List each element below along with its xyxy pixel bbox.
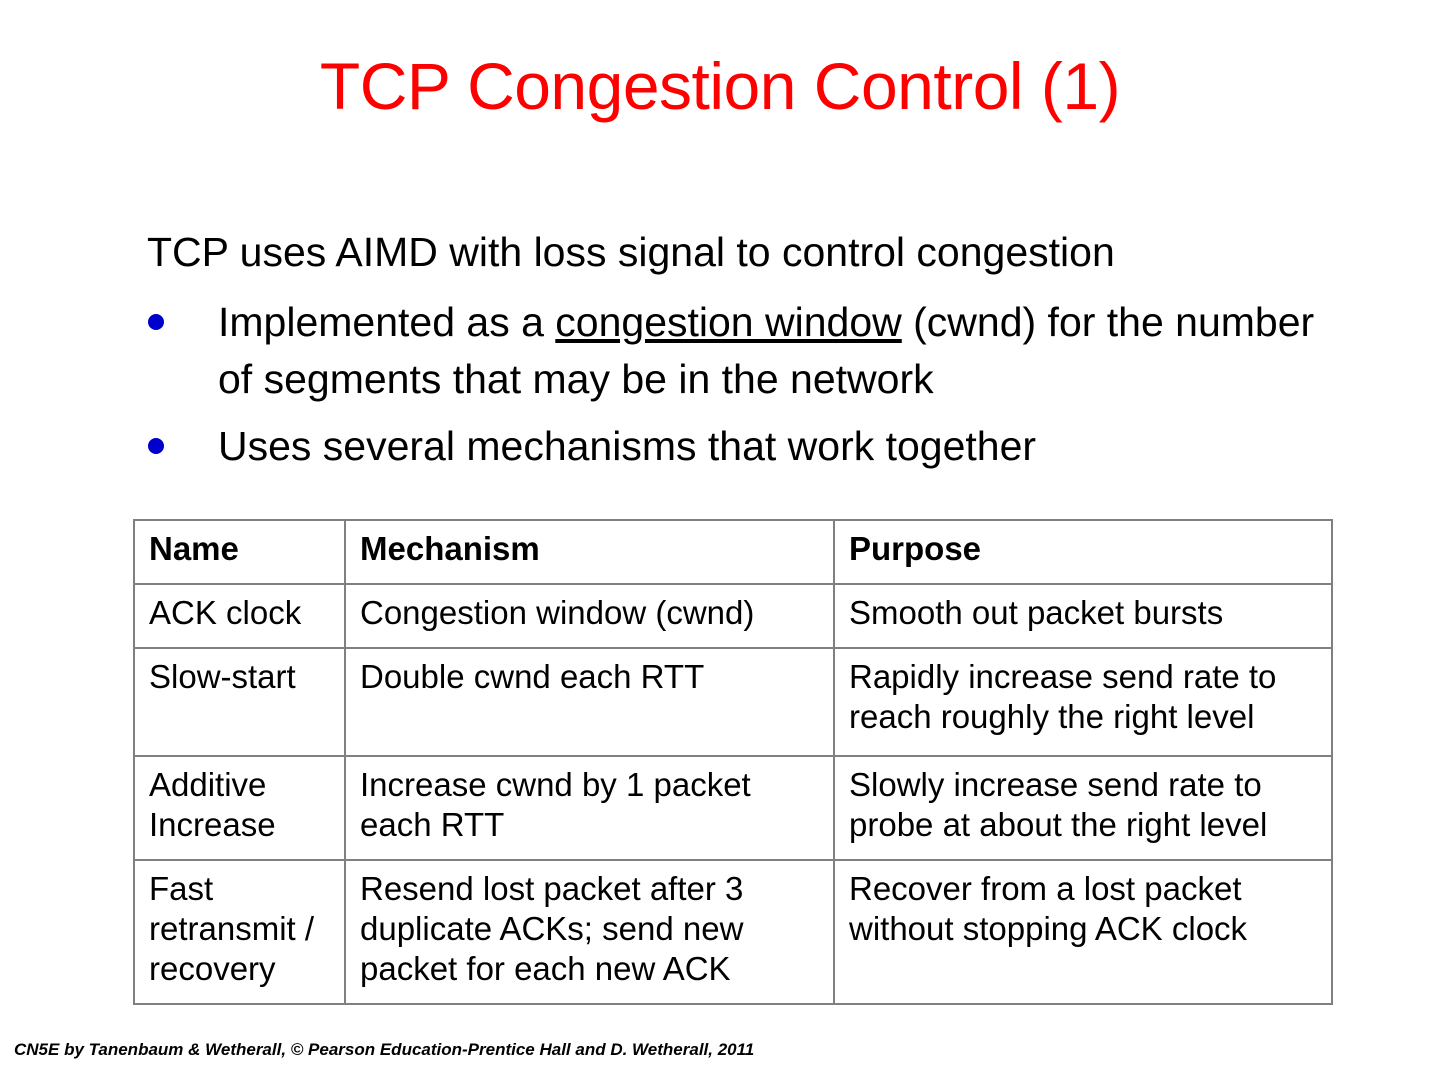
cell-mechanism: Resend lost packet after 3 duplicate ACK…: [344, 859, 835, 1005]
cell-purpose: Smooth out packet bursts: [833, 583, 1333, 649]
bullet-1-post: (cwnd) for the number of segments that m…: [218, 299, 1315, 402]
table-row: ACK clock Congestion window (cwnd) Smoot…: [133, 583, 1333, 649]
list-item: Uses several mechanisms that work togeth…: [136, 418, 1356, 475]
cell-purpose: Recover from a lost packet without stopp…: [833, 859, 1333, 1005]
table-row: Slow-start Double cwnd each RTT Rapidly …: [133, 647, 1333, 757]
cell-name: Fast retransmit / recovery: [133, 859, 346, 1005]
bullet-1-underlined-term: congestion window: [555, 299, 902, 345]
table-header-row: Name Mechanism Purpose: [133, 519, 1333, 585]
column-header-mechanism: Mechanism: [344, 519, 835, 585]
table-row: Fast retransmit / recovery Resend lost p…: [133, 859, 1333, 1005]
bullet-dot-icon: [148, 438, 164, 454]
bullet-item-1-text: Implemented as a congestion window (cwnd…: [218, 299, 1314, 402]
cell-mechanism: Congestion window (cwnd): [344, 583, 835, 649]
bullet-item-2-text: Uses several mechanisms that work togeth…: [218, 423, 1036, 469]
bullet-dot-icon: [148, 314, 164, 330]
copyright-credit: CN5E by Tanenbaum & Wetherall, © Pearson…: [14, 1040, 755, 1059]
column-header-name: Name: [133, 519, 346, 585]
cell-name: ACK clock: [133, 583, 346, 649]
cell-purpose: Slowly increase send rate to probe at ab…: [833, 755, 1333, 861]
column-header-purpose: Purpose: [833, 519, 1333, 585]
mechanisms-table: Name Mechanism Purpose ACK clock Congest…: [133, 519, 1333, 1005]
body-content: TCP uses AIMD with loss signal to contro…: [136, 224, 1356, 485]
cell-mechanism: Increase cwnd by 1 packet each RTT: [344, 755, 835, 861]
list-item: Implemented as a congestion window (cwnd…: [136, 294, 1356, 408]
page-title: TCP Congestion Control (1): [319, 49, 1121, 123]
lead-statement: TCP uses AIMD with loss signal to contro…: [147, 229, 1115, 275]
cell-purpose: Rapidly increase send rate to reach roug…: [833, 647, 1333, 757]
cell-name: Additive Increase: [133, 755, 346, 861]
bullet-1-pre: Implemented as a: [218, 299, 556, 345]
bullet-2-pre: Uses several mechanisms that work togeth…: [218, 423, 1037, 469]
cell-mechanism: Double cwnd each RTT: [344, 647, 835, 757]
cell-name: Slow-start: [133, 647, 346, 757]
table-row: Additive Increase Increase cwnd by 1 pac…: [133, 755, 1333, 861]
